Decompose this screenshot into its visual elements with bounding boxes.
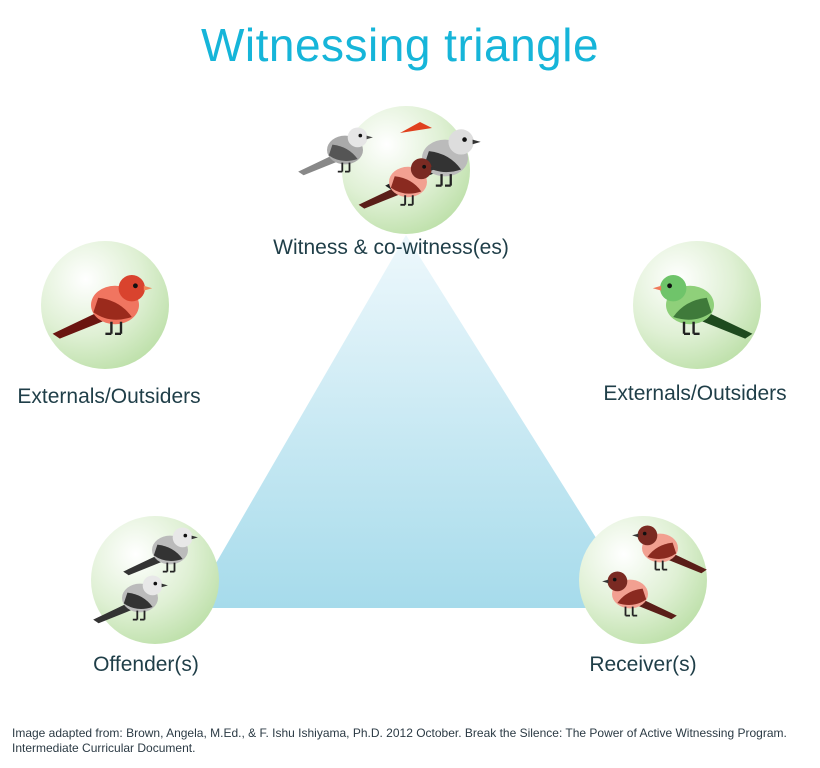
source-caption: Image adapted from: Brown, Angela, M.Ed.…	[12, 726, 802, 756]
receiver-node	[579, 516, 708, 644]
outsider-right-label: Externals/Outsiders	[603, 382, 787, 405]
offender-node	[91, 516, 219, 644]
page-title: Witnessing triangle	[200, 19, 600, 71]
witness-label: Witness & co-witness(es)	[273, 236, 509, 259]
offender-label: Offender(s)	[93, 653, 199, 676]
outsider-left-label: Externals/Outsiders	[17, 385, 201, 408]
witnessing-triangle	[190, 235, 640, 608]
caption-line-1: Image adapted from: Brown, Angela, M.Ed.…	[12, 726, 787, 740]
three-birds-icon	[297, 122, 482, 210]
receiver-label: Receiver(s)	[589, 653, 697, 676]
caption-line-2: Intermediate Curricular Document.	[12, 741, 196, 755]
outsider-left-node	[41, 241, 169, 369]
outsider-right-node	[633, 241, 761, 369]
witness-node	[297, 106, 482, 234]
